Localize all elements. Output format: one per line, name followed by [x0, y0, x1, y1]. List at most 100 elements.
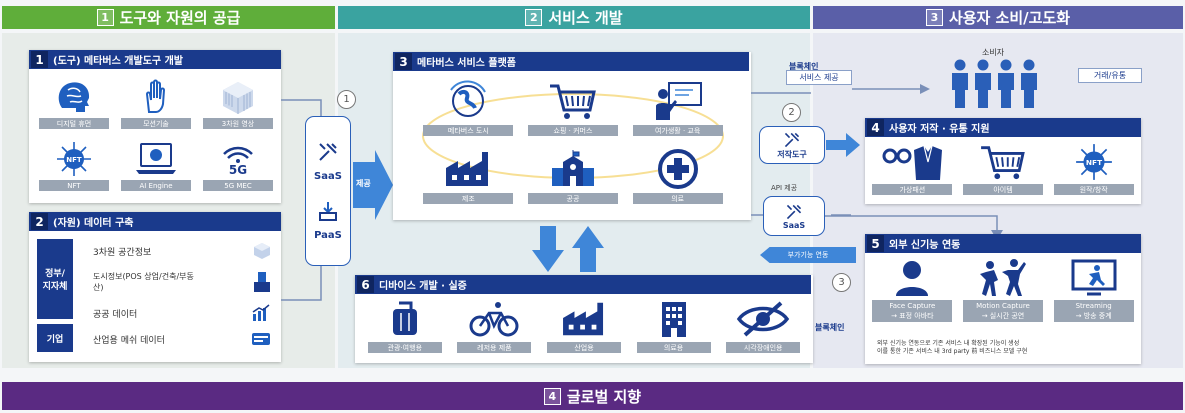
svg-text:NFT: NFT	[1086, 158, 1102, 167]
teacher-icon	[655, 82, 702, 120]
box-5-header: 5 외부 신기능 연동	[865, 234, 1141, 253]
school-icon	[551, 150, 594, 186]
blockchain-label-bottom: 블록체인	[815, 323, 845, 332]
phase-1-label: 도구와 자원의 공급	[119, 9, 241, 27]
phase-3-number: 3	[925, 9, 943, 26]
tool-ai-engine-label: AI Engine	[121, 180, 191, 191]
device-leisure: 레저용 제품	[455, 299, 535, 361]
office-icon	[661, 302, 686, 337]
box-1-number: 1	[31, 51, 48, 68]
cube-icon	[223, 82, 253, 114]
tool-3d: 3차원 영상	[201, 78, 275, 136]
trade-tag: 거래/유통	[1078, 68, 1142, 83]
box-5-grid: Face Capture→ 표정 아바타 Motion Capture→ 실시간…	[871, 258, 1135, 334]
tool-nft: NFT NFT	[37, 140, 111, 198]
bidirectional-arrows	[532, 226, 604, 272]
provide-label: 제공	[356, 179, 371, 188]
api-label: API 제공	[771, 184, 798, 192]
cart-icon	[981, 146, 1025, 180]
label-government: 정부/ 지자체	[37, 239, 73, 319]
service-manufacturing: 제조	[423, 148, 514, 216]
tool-digital-human: 디지털 휴먼	[37, 78, 111, 136]
box-3-title: 메타버스 서비스 플랫폼	[417, 58, 516, 69]
creation-original: NFT 원작/창작	[1052, 142, 1135, 200]
feature-motion-capture: Motion Capture→ 실시간 공연	[962, 258, 1045, 334]
label-enterprise: 기업	[37, 324, 73, 352]
consumer-label: 소비자	[982, 48, 1005, 57]
phase-3-header: 3 사용자 소비/고도화	[813, 6, 1183, 29]
bar-chart-icon	[252, 304, 270, 321]
box-6-device-dev: 6 디바이스 개발 · 실증 관광·여행용 레저용 제품 산업용 의료용	[355, 275, 813, 363]
wrench-icon	[319, 143, 337, 161]
service-shopping: 쇼핑 · 커머스	[527, 80, 619, 148]
nft-icon: NFT	[57, 142, 91, 176]
tool-3d-label: 3차원 영상	[203, 118, 273, 129]
authoring-tool-label: 저작도구	[777, 149, 807, 159]
bicycle-icon	[469, 302, 519, 337]
wifi-5g-icon: 5G	[218, 140, 258, 178]
device-medical-label: 의료용	[636, 342, 711, 353]
device-visually-impaired-label: 시각장애인용	[726, 342, 801, 353]
box-3-header: 3 메타버스 서비스 플랫폼	[393, 52, 749, 71]
circle-step-3: 3	[832, 273, 851, 292]
provide-arrow	[353, 150, 393, 220]
box-4-grid: 가상패션 아이템 NFT 원작/창작	[871, 142, 1135, 200]
box-6-header: 6 디바이스 개발 · 실증	[355, 275, 811, 294]
service-medical-label: 의료	[632, 193, 723, 204]
factory-icon	[563, 302, 604, 336]
box-3-number: 3	[395, 53, 412, 70]
box-2-number: 2	[31, 213, 48, 230]
paas-label: PaaS	[314, 230, 342, 241]
blockchain-label-top: 블록체인	[789, 62, 819, 71]
cart-icon	[549, 84, 596, 119]
box-6-title: 디바이스 개발 · 실증	[379, 281, 467, 292]
box6-to-box5-line	[815, 298, 865, 368]
creation-item: 아이템	[962, 142, 1045, 200]
factory-icon	[446, 152, 489, 186]
feature-motion-capture-label: Motion Capture→ 실시간 공연	[962, 300, 1043, 322]
box-2-title: (자원) 데이터 구축	[53, 218, 134, 229]
box-6-grid: 관광·여행용 레저용 제품 산업용 의료용 시각장애인용	[365, 299, 803, 361]
device-tourism: 관광·여행용	[365, 299, 445, 361]
box-3-service-platform: 3 메타버스 서비스 플랫폼 메타버스 도시 쇼핑 · 커머스 여가생활 · 교…	[393, 52, 751, 220]
box-5-external-features: 5 외부 신기능 연동 Face Capture→ 표정 아바타 Motion …	[865, 234, 1141, 364]
box-4-user-creation: 4 사용자 저작 · 유통 지원 가상패션 아이템 NFT 원작/창작	[865, 118, 1141, 204]
creation-fashion-label: 가상패션	[872, 184, 953, 195]
service-medical: 의료	[632, 148, 723, 216]
box-5-note: 외부 신기능 연동으로 기존 서비스 내 확장된 기능이 생성 이를 통한 기존…	[877, 340, 1028, 355]
device-visually-impaired: 시각장애인용	[723, 299, 803, 361]
phase-2-number: 2	[525, 9, 543, 26]
saas-paas-connector: SaaS PaaS	[305, 116, 351, 266]
hand-icon	[145, 79, 166, 113]
box-4-header: 4 사용자 저작 · 유통 지원	[865, 118, 1141, 137]
data-row: 3차원 공간정보	[81, 241, 271, 261]
cube-icon	[254, 243, 270, 259]
service-metaverse-city-label: 메타버스 도시	[423, 125, 514, 136]
data-row: 산업용 메쉬 데이터	[81, 329, 271, 349]
tool-5g: 5G 5G MEC	[201, 140, 275, 198]
device-tourism-label: 관광·여행용	[367, 342, 442, 353]
box-6-number: 6	[357, 276, 374, 293]
box-1-grid: 디지털 휴먼 모션기술 3차원 영상 NFT NFT AI Engine	[37, 78, 275, 198]
saas-connector-2: SaaS	[763, 196, 825, 236]
brain-icon	[58, 82, 90, 112]
external-link-arrow: 부가기능 연동	[760, 247, 856, 263]
database-icon	[252, 333, 270, 345]
consumers-group-icon	[952, 59, 1037, 108]
creation-item-label: 아이템	[962, 184, 1043, 195]
arrow-to-consumer	[852, 84, 930, 94]
service-shopping-label: 쇼핑 · 커머스	[527, 125, 618, 136]
medical-icon	[657, 149, 698, 189]
data-list: 3차원 공간정보 도시정보(POS 상업/건축/부동산) 공공 데이터 산업용 …	[81, 241, 271, 359]
authoring-tool-connector: 저작도구	[759, 126, 825, 164]
service-metaverse-city: 메타버스 도시	[423, 80, 514, 148]
creation-fashion: 가상패션	[871, 142, 954, 200]
feature-streaming: Streaming→ 방송 중계	[1052, 258, 1135, 334]
feature-streaming-label: Streaming→ 방송 중계	[1053, 300, 1134, 322]
service-manufacturing-label: 제조	[423, 193, 514, 204]
dancers-icon	[979, 259, 1026, 296]
data-row: 도시정보(POS 상업/건축/부동산)	[81, 265, 271, 299]
feature-face-capture-label: Face Capture→ 표정 아바타	[872, 300, 953, 322]
phase-3-label: 사용자 소비/고도화	[948, 9, 1071, 27]
